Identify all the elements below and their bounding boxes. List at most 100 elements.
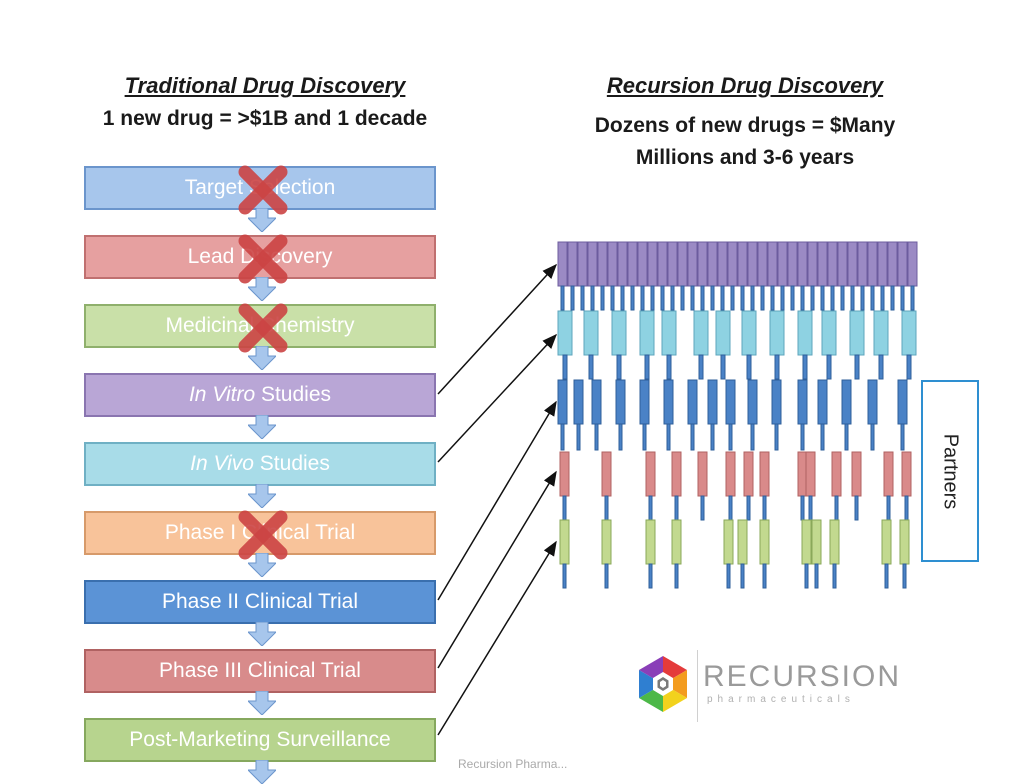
blue-cell [797,379,808,425]
top-row-cell [657,241,668,287]
grid-stem [700,495,705,521]
red-cell [743,451,754,497]
green-cell [559,519,570,565]
blue-cell [557,379,568,425]
grid-stem [804,563,809,589]
connector-arrows [437,263,558,736]
green-cell [899,519,910,565]
grid-stem [562,495,567,521]
connector-arrow [437,400,557,601]
top-row-cell [697,241,708,287]
top-row-cell [897,241,908,287]
blue-cell [817,379,828,425]
blue-cell [725,379,736,425]
cyan-cell [821,310,837,356]
down-arrow-icon [248,415,276,439]
grid-stem [618,423,623,451]
top-row-cell [757,241,768,287]
down-arrow-icon [248,208,276,232]
stage-box: In Vitro Studies [84,373,436,417]
connector-arrow [437,333,558,463]
grid-stem [906,354,912,380]
grid-stem [680,285,685,311]
grid-stem [834,495,839,521]
top-row-cell [607,241,618,287]
red-cell [805,451,816,497]
grid-stem [720,285,725,311]
top-row-cell [797,241,808,287]
red-cell [901,451,912,497]
red-cell [697,451,708,497]
grid-stem [830,285,835,311]
grid-stem [600,285,605,311]
grid-stem [900,423,905,451]
green-cell [801,519,812,565]
cyan-cell [769,310,785,356]
cyan-cell [661,310,677,356]
grid-stem [642,423,647,451]
grid-stem [666,423,671,451]
stage-label-rest: Studies [255,383,332,406]
cross-mark-icon [238,510,288,560]
grid-stem [710,423,715,451]
grid-stem [648,563,653,589]
grid-stem [576,423,581,451]
red-cell [559,451,570,497]
grid-stem [800,285,805,311]
grid-stem [674,495,679,521]
grid-stem [594,423,599,451]
logo-divider [697,650,698,722]
top-row-cell [647,241,658,287]
grid-stem [670,285,675,311]
cyan-cell [715,310,731,356]
down-arrow-icon [248,622,276,646]
stage-label: In Vitro Studies [189,383,331,407]
red-cell [671,451,682,497]
top-row-cell [827,241,838,287]
right-subheading-line-2: Millions and 3-6 years [635,146,855,169]
blue-cell [747,379,758,425]
recursion-logo: RECURSION pharmaceuticals [633,650,899,722]
cyan-cell [693,310,709,356]
grid-stem [590,285,595,311]
cross-mark-icon [238,303,288,353]
stage-label: In Vivo Studies [190,452,330,476]
top-row-cell [677,241,688,287]
grid-stem [728,423,733,451]
stage-label: Post-Marketing Surveillance [129,728,391,751]
connector-arrow [437,470,557,669]
grid-stem [762,563,767,589]
grid-stem [800,495,805,521]
red-cell [645,451,656,497]
top-row-cell [857,241,868,287]
cross-mark-icon [238,234,288,284]
green-cell [829,519,840,565]
grid-stem [890,285,895,311]
blue-cell [591,379,602,425]
red-cell [831,451,842,497]
down-arrow-icon [248,553,276,577]
grid-stem [802,354,808,380]
right-heading: Recursion Drug Discovery [606,73,884,98]
green-cell [881,519,892,565]
grid-stem [814,563,819,589]
top-row-cell [837,241,848,287]
top-row-cell [687,241,698,287]
stage-label-italic: In Vivo [190,452,254,475]
grid-stem [760,285,765,311]
down-arrow-icon [248,691,276,715]
grid-stem [740,285,745,311]
grid-stem [770,285,775,311]
cyan-cell [583,310,599,356]
grid-stem [588,354,594,380]
top-row-cell [627,241,638,287]
cyan-cell [797,310,813,356]
top-row-cell [847,241,858,287]
grid-stem [878,354,884,380]
red-cell [883,451,894,497]
stage-box: Phase III Clinical Trial [84,649,436,693]
grid-stem [630,285,635,311]
grid-stem [870,285,875,311]
down-arrow-icon [248,484,276,508]
blue-cell [663,379,674,425]
